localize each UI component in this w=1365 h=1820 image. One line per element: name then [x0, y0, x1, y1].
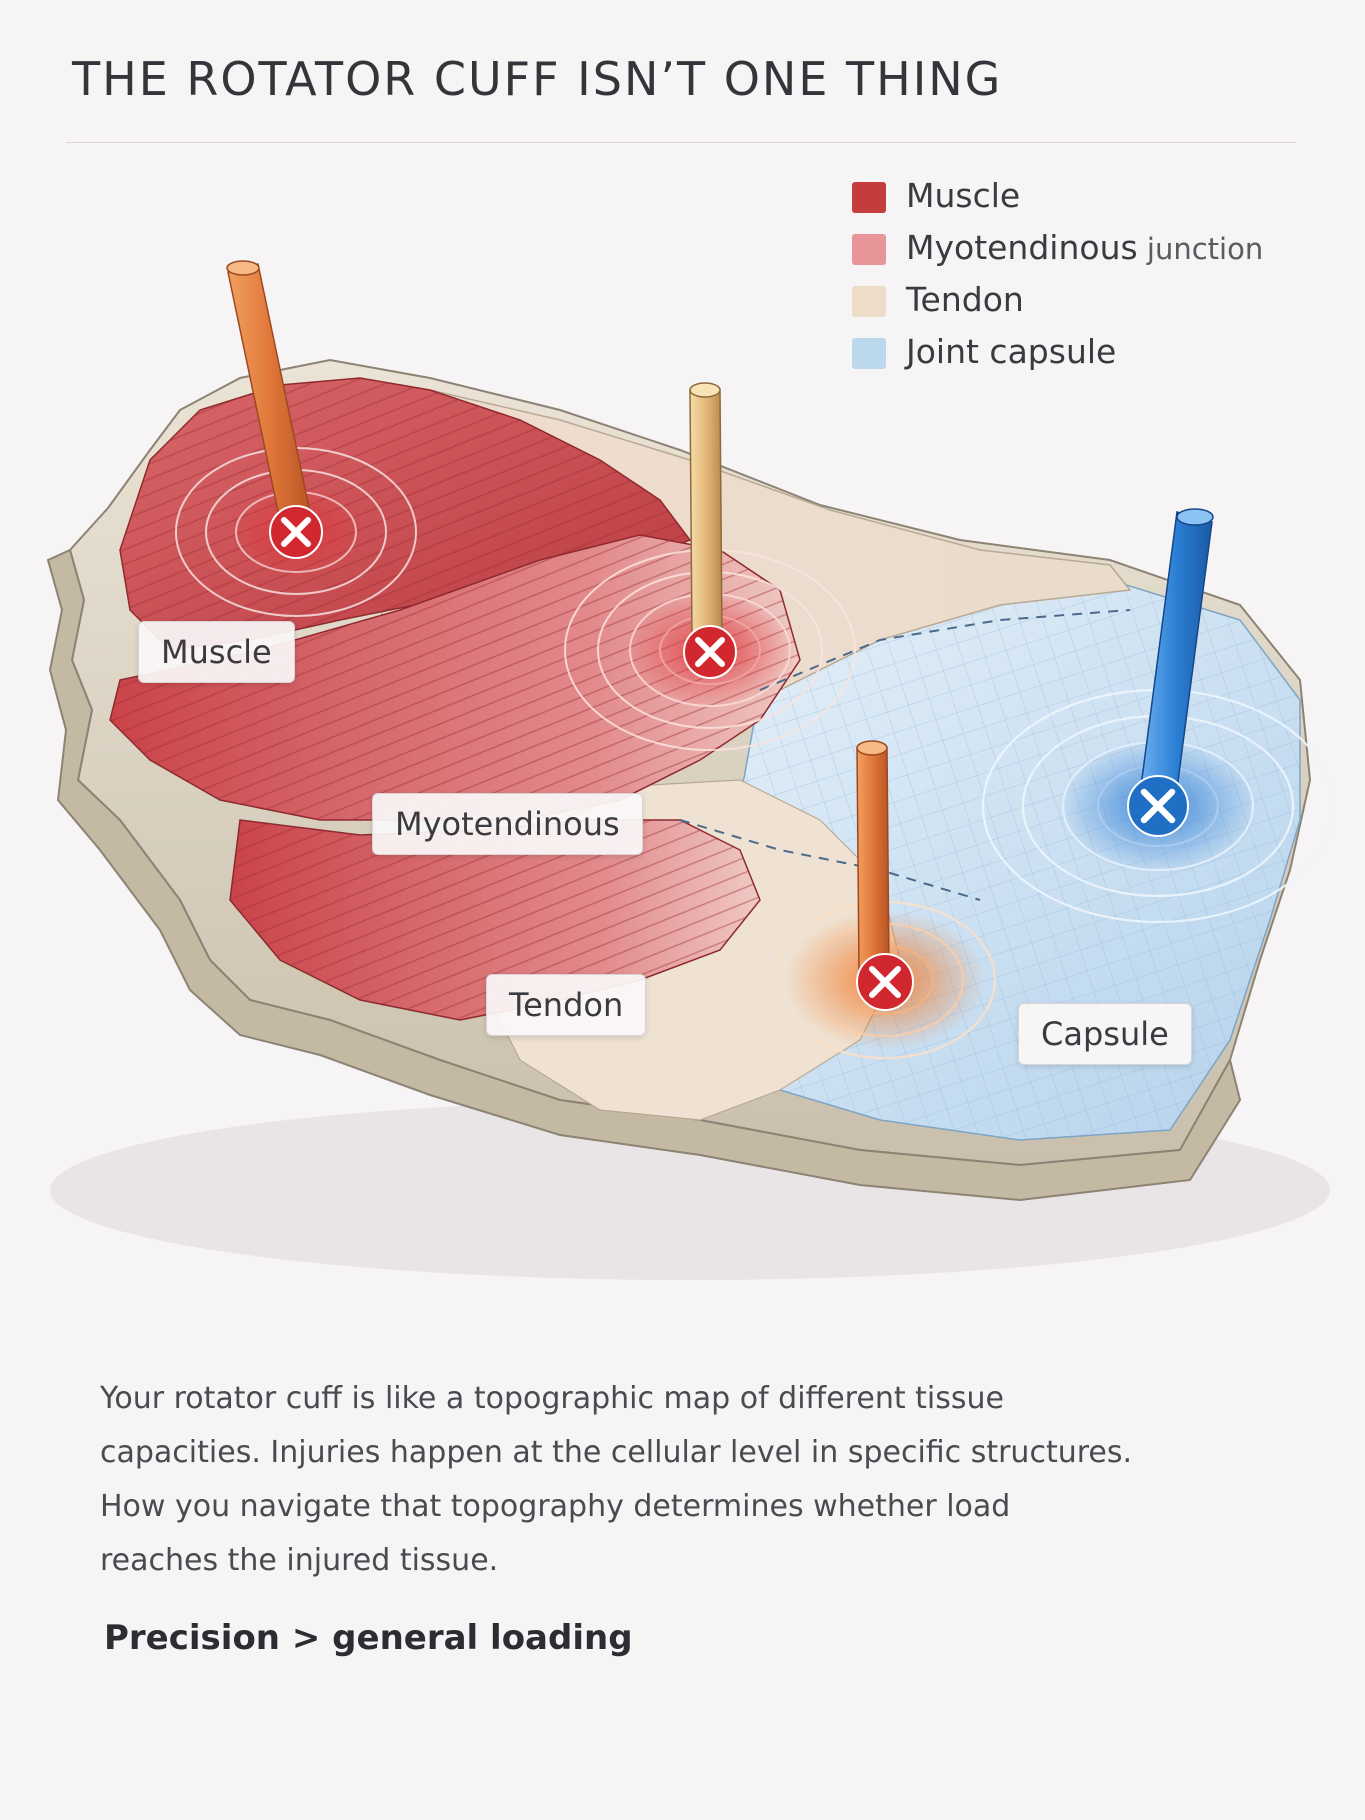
body-line: How you navigate that topography determi…	[100, 1489, 1011, 1524]
legend-swatch-joint-capsule	[852, 338, 886, 369]
body-line: Your rotator cuff is like a topographic …	[100, 1381, 1004, 1416]
legend-label-tendon: Tendon	[906, 280, 1024, 319]
body-line: capacities. Injuries happen at the cellu…	[100, 1435, 1133, 1470]
myotendinous-probe-pin	[689, 382, 723, 641]
muscle-x-icon	[269, 505, 323, 559]
myotendinous-x-icon	[683, 625, 737, 679]
muscle-lower-fibers	[230, 820, 760, 1020]
body-paragraph: Your rotator cuff is like a topographic …	[100, 1372, 1260, 1588]
legend-label-muscle: Muscle	[906, 176, 1021, 215]
page-title: THE ROTATOR CUFF ISN’T ONE THING	[72, 52, 1003, 106]
legend-label-myotendinous: Myotendinous junction	[906, 228, 1264, 267]
tendon-probe-pin	[856, 740, 890, 973]
legend-label-joint-capsule: Joint capsule	[906, 332, 1117, 371]
rotator-cuff-terrain-illustration	[46, 260, 1335, 1280]
tendon-x-icon	[856, 953, 914, 1011]
boundary-dashed-lower	[679, 819, 981, 901]
legend-swatch-myotendinous	[852, 234, 886, 265]
title-divider	[66, 142, 1296, 143]
bone-edge	[46, 548, 1242, 1202]
callout-muscle: Muscle	[138, 621, 295, 683]
body-line: reaches the injured tissue.	[100, 1543, 499, 1578]
callout-capsule: Capsule	[1018, 1003, 1192, 1065]
capsule-x-icon	[1127, 775, 1189, 837]
callout-myotendinous: Myotendinous	[372, 793, 643, 855]
legend-swatch-tendon	[852, 286, 886, 317]
legend-swatch-muscle	[852, 182, 886, 213]
capsule-probe-pin	[1139, 508, 1214, 805]
muscle-upper-fibers	[120, 378, 690, 650]
tagline: Precision > general loading	[104, 1618, 633, 1658]
muscle-probe-pin	[226, 260, 313, 531]
callout-tendon: Tendon	[486, 974, 647, 1036]
muscle-middle-fibers	[110, 535, 800, 820]
